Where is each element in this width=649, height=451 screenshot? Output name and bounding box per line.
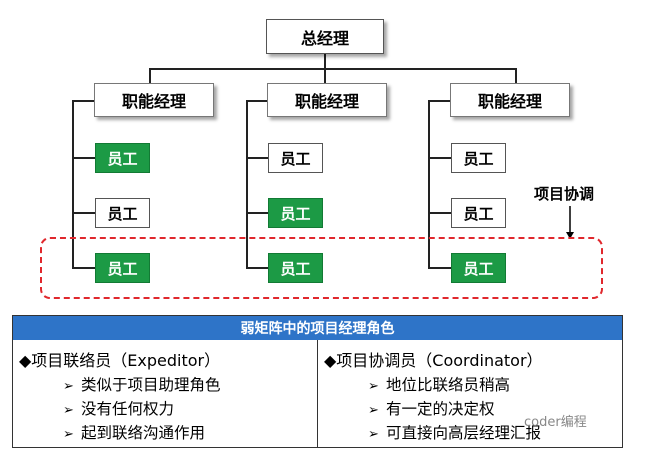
arrow-bullet-icon: ➢ [368,403,379,418]
list-item: ➢地位比联络员稍高 [368,376,511,394]
connector-top-vertical [324,54,326,69]
general-manager-node: 总经理 [266,19,384,54]
role-table: 弱矩阵中的项目经理角色 ◆项目联络员（Expeditor） ➢类似于项目助理角色… [12,315,623,448]
column-2-h4 [246,267,268,269]
employee-c3-r3: 员工 [451,253,506,283]
connector-horizontal-bus [149,68,516,70]
connector-to-mgr-3 [515,68,517,83]
employee-c1-r1: 员工 [95,143,150,173]
list-item: ➢没有任何权力 [63,400,175,418]
functional-manager-1: 职能经理 [94,83,214,117]
column-1-h1 [72,100,95,102]
watermark: coder编程 [524,415,587,430]
column-2-h1 [246,100,268,102]
column-2-h2 [246,157,268,159]
column-3-h4 [428,267,451,269]
coordination-dashed-region [40,237,603,299]
project-coordination-label: 项目协调 [534,185,595,203]
table-title: 弱矩阵中的项目经理角色 [13,316,622,340]
arrow-bullet-icon: ➢ [63,427,74,442]
coordinator-heading: ◆项目协调员（Coordinator） [324,351,543,370]
connector-to-mgr-2 [324,68,326,83]
arrow-bullet-icon: ➢ [368,379,379,394]
column-2-h3 [246,212,268,214]
column-3-vertical [428,100,430,268]
column-3-h3 [428,212,451,214]
employee-c1-r3: 员工 [95,253,150,283]
employee-c2-r1: 员工 [268,143,323,173]
list-item: ➢可直接向高层经理汇报 [368,424,542,442]
arrow-bullet-icon: ➢ [368,427,379,442]
expeditor-column: ◆项目联络员（Expeditor） ➢类似于项目助理角色 ➢没有任何权力 ➢起到… [13,340,318,447]
list-item: ➢类似于项目助理角色 [63,376,221,394]
employee-c3-r1: 员工 [451,143,506,173]
employee-c2-r3: 员工 [268,253,323,283]
list-item: ➢有一定的决定权 [368,400,495,418]
column-1-h3 [72,212,95,214]
connector-to-mgr-1 [149,68,151,83]
list-item: ➢起到联络沟通作用 [63,424,206,442]
arrow-bullet-icon: ➢ [63,403,74,418]
coordinator-column: ◆项目协调员（Coordinator） ➢地位比联络员稍高 ➢有一定的决定权 ➢… [318,340,622,447]
coordination-arrow-icon [566,206,574,239]
employee-c1-r2: 员工 [95,198,150,228]
arrow-bullet-icon: ➢ [63,379,74,394]
employee-c3-r2: 员工 [451,198,506,228]
column-1-h2 [72,157,95,159]
column-1-h4 [72,267,95,269]
employee-c2-r2: 员工 [268,198,323,228]
column-3-h1 [428,100,451,102]
functional-manager-2: 职能经理 [267,83,387,117]
functional-manager-3: 职能经理 [450,83,570,117]
column-2-vertical [246,100,248,268]
expeditor-heading: ◆项目联络员（Expeditor） [19,351,221,370]
column-1-vertical [72,100,74,268]
column-3-h2 [428,157,451,159]
